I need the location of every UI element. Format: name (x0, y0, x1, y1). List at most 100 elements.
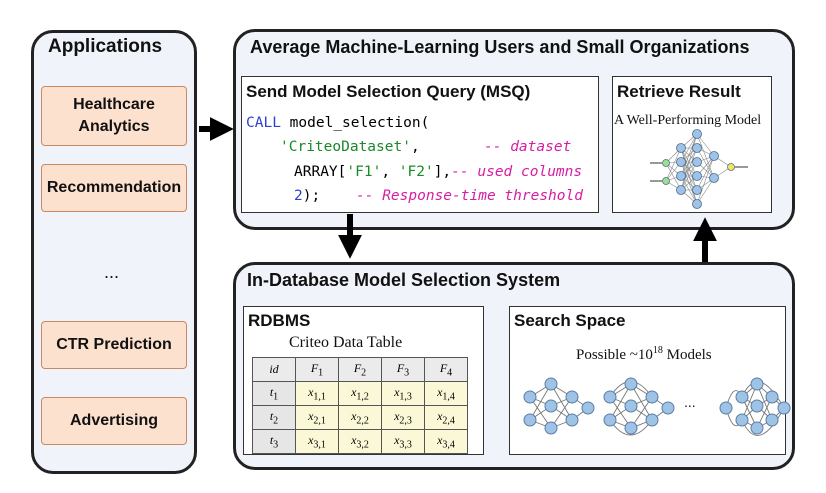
network-node (662, 159, 670, 167)
network-node (692, 199, 702, 209)
network-node (581, 401, 595, 415)
network-node (692, 185, 702, 195)
sql-comment-threshold: -- Response-time threshold (356, 188, 583, 204)
network-node (692, 157, 702, 167)
network-node (676, 171, 686, 181)
table-cell: x3,4 (424, 429, 468, 454)
network-edge (696, 147, 715, 179)
network-node (750, 399, 764, 413)
network-node (676, 157, 686, 167)
sql-dataset-arg: 'CriteoDataset' (280, 139, 411, 155)
network-edge (696, 177, 715, 205)
network-node (624, 377, 638, 391)
sql-array-close: ], (433, 164, 452, 180)
sql-array-sep: , (381, 164, 399, 180)
app-advertising: Advertising (41, 397, 187, 445)
network-edge (680, 133, 698, 163)
sql-line-4: 2); (294, 183, 320, 209)
app-ctr-prediction: CTR Prediction (41, 321, 187, 369)
skip-connection (741, 407, 785, 436)
network-node (544, 399, 558, 413)
sql-col-f1: 'F1' (346, 164, 382, 180)
network-node (692, 129, 702, 139)
network-node (709, 151, 719, 161)
table-cell: x1,4 (424, 381, 468, 406)
network-node (645, 413, 659, 427)
network-node (735, 390, 749, 404)
network-edge (680, 161, 698, 191)
network-node (765, 390, 779, 404)
table-cell: x2,4 (424, 405, 468, 430)
table-cell: x2,3 (381, 405, 425, 430)
well-performing-model-network (650, 129, 748, 209)
search-space-title: Search Space (514, 311, 626, 330)
sql-line-1: CALL model_selection( (246, 110, 429, 136)
network-edge (696, 133, 715, 179)
app-healthcare-analytics: Healthcare Analytics (41, 86, 187, 146)
network-node (624, 399, 638, 413)
network-node (676, 185, 686, 195)
table-cell: x3,2 (338, 429, 382, 454)
network-node (719, 401, 733, 415)
network-node (544, 377, 558, 391)
network-node (603, 413, 617, 427)
rdbms-title: RDBMS (248, 311, 311, 330)
row-id: t3 (252, 429, 296, 454)
network-node (765, 413, 779, 427)
table-header-row: id F1 F2 F3 F4 (252, 357, 468, 382)
network-node (709, 173, 719, 183)
table-title: Criteo Data Table (289, 334, 403, 351)
network-edge (680, 133, 698, 177)
table-cell: x1,2 (338, 381, 382, 406)
network-node (676, 143, 686, 153)
table-row: t3 x3,1 x3,2 x3,3 x3,4 (252, 429, 468, 454)
table-cell: x2,2 (338, 405, 382, 430)
header-col: F3 (381, 357, 425, 382)
network-node (523, 413, 537, 427)
network-node (624, 421, 638, 435)
network-node (645, 390, 659, 404)
sql-col-f2: 'F2' (398, 164, 434, 180)
network-node (603, 390, 617, 404)
sql-array-open: ARRAY[ (294, 164, 347, 180)
applications-title: Applications (48, 36, 163, 57)
network-edge (665, 147, 682, 182)
network-node (565, 413, 579, 427)
users-panel-title: Average Machine-Learning Users and Small… (250, 37, 750, 57)
result-title: Retrieve Result (617, 82, 741, 101)
sql-threshold: 2 (294, 188, 303, 204)
sql-line-3: ARRAY['F1', 'F2'],-- used columns (294, 159, 582, 185)
search-space-networks (523, 377, 791, 436)
system-panel-title: In-Database Model Selection System (247, 270, 561, 290)
network-edge (529, 383, 552, 421)
network-node (544, 421, 558, 435)
network-node (727, 163, 735, 171)
sql-line-2: 'CriteoDataset', (280, 134, 420, 160)
sql-comment-dataset: -- dataset (484, 139, 572, 155)
query-box (241, 76, 599, 213)
network-edge (550, 383, 573, 421)
result-subtitle: A Well-Performing Model (614, 113, 762, 128)
sql-comment-columns: -- used columns (451, 164, 583, 180)
table-cell: x3,1 (295, 429, 339, 454)
sql-close: ); (302, 188, 321, 204)
app-recommendation: Recommendation (41, 164, 187, 212)
sql-function: model_selection( (280, 115, 430, 131)
criteo-data-table: id F1 F2 F3 F4 t1 x1,1 x1,2 x1,3 x1,4 t2… (252, 357, 468, 454)
header-col: F1 (295, 357, 339, 382)
table-cell: x1,1 (295, 381, 339, 406)
network-node (777, 401, 791, 415)
network-node (523, 390, 537, 404)
network-edge (665, 162, 682, 191)
header-col: F2 (338, 357, 382, 382)
network-edge (630, 383, 653, 421)
applications-ellipsis: ... (104, 262, 120, 282)
sql-call-keyword: CALL (246, 115, 281, 131)
network-node (750, 421, 764, 435)
search-space-ellipsis: ... (684, 394, 696, 410)
network-node (692, 143, 702, 153)
network-node (565, 390, 579, 404)
network-edge (680, 147, 698, 191)
network-edge (680, 133, 698, 191)
